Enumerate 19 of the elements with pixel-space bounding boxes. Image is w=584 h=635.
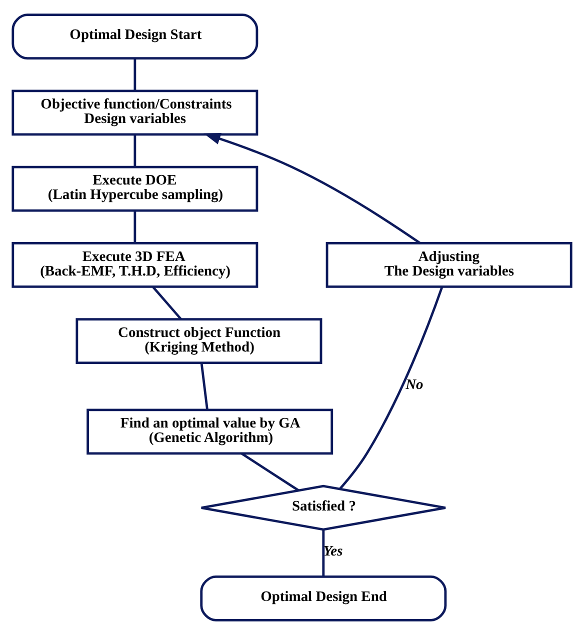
- connector: [322, 530, 325, 576]
- connector: [241, 452, 300, 492]
- node-box: Construct object Function (Kriging Method): [76, 318, 322, 364]
- node-box: Objective function/Constraints Design variables: [12, 90, 258, 136]
- node-box: Adjusting The Design variables: [326, 242, 572, 288]
- node-diamond: Satisfied ?: [200, 484, 447, 531]
- connector: [200, 363, 208, 410]
- connector: [339, 286, 444, 490]
- node-box: Find an optimal value by GA (Genetic Algorithm): [86, 408, 334, 455]
- connector: [134, 58, 136, 91]
- connector: [134, 134, 136, 167]
- node-box: Execute 3D FEA (Back-EMF, T.H.D, Efficiency): [12, 242, 258, 288]
- node-box: Optimal Design End: [200, 575, 447, 622]
- arrow: [204, 133, 421, 244]
- node-box: Execute DOE (Latin Hypercube sampling): [12, 166, 258, 212]
- node-box: Optimal Design Start: [12, 14, 258, 60]
- connector: [152, 286, 182, 320]
- edge-label: No: [406, 376, 424, 393]
- connector: [134, 210, 136, 243]
